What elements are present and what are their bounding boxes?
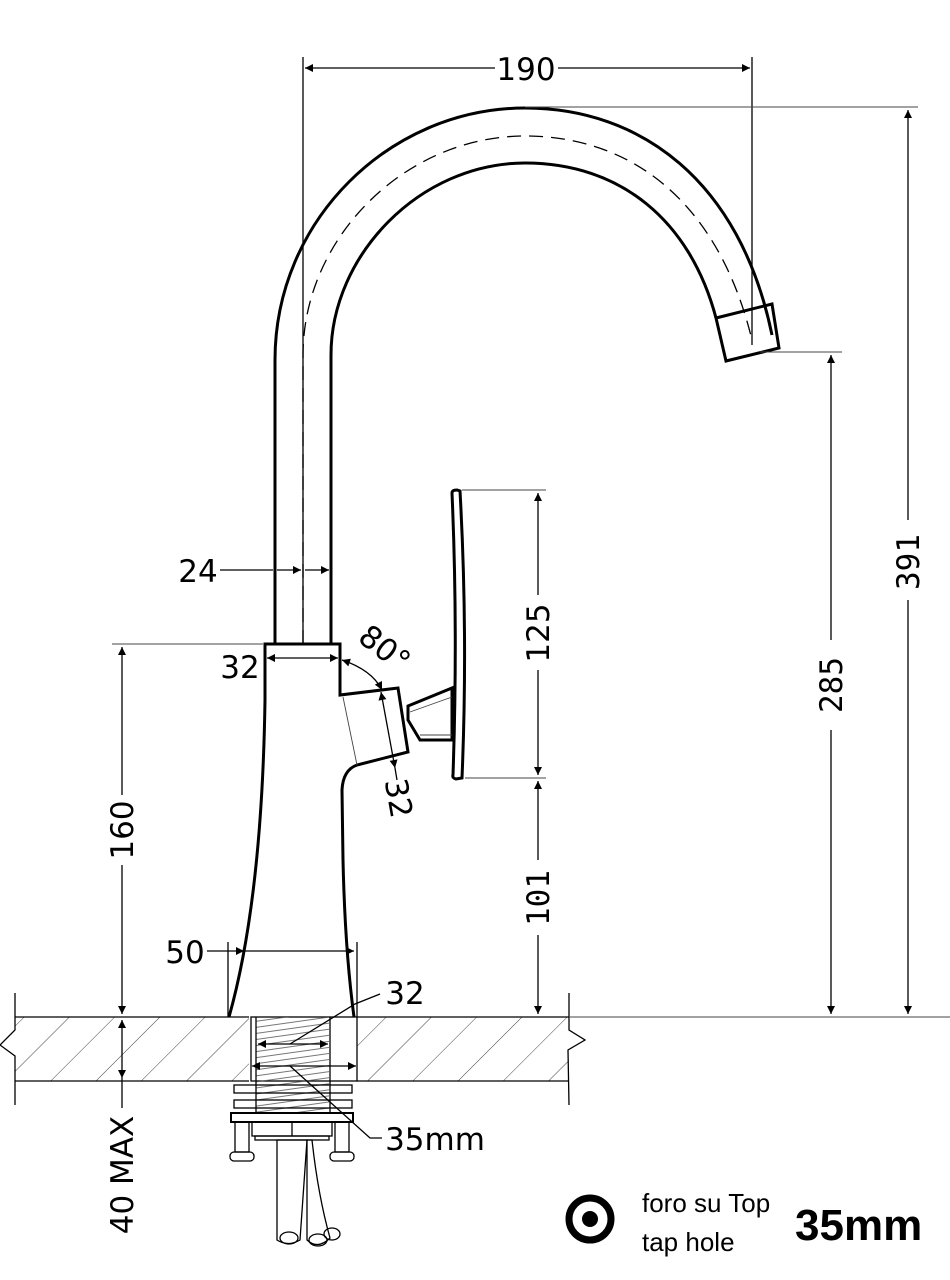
dim-body-height: 160 — [105, 643, 263, 1014]
dim-label-80deg: 80° — [351, 618, 416, 680]
dim-shank-diameter: 32 — [258, 976, 425, 1048]
dim-total-height: 391 — [525, 106, 927, 1014]
dim-lever-length: 125 — [462, 489, 557, 779]
spout — [273, 106, 781, 644]
dim-lever-base-height: 101 — [521, 781, 557, 1014]
dim-label-285: 285 — [814, 657, 850, 713]
dim-body-top-diameter: 32 — [220, 650, 338, 686]
tap-hole-target-icon — [565, 1194, 615, 1244]
dim-label-190: 190 — [496, 52, 555, 88]
dim-label-50: 50 — [165, 935, 204, 971]
faucet-body — [227, 642, 410, 1018]
dim-label-24: 24 — [178, 554, 217, 590]
dim-tube-diameter: 24 — [178, 554, 329, 590]
dim-outlet-height: 285 — [760, 351, 850, 1014]
dim-label-32-lever: 32 — [377, 776, 419, 821]
bolt-right — [334, 1121, 350, 1153]
braided-hose — [276, 1139, 308, 1245]
dim-label-101: 101 — [521, 870, 557, 926]
dim-label-40max: 40 MAX — [105, 1116, 141, 1235]
tap-hole-legend: foro su Top tap hole 35mm — [565, 1188, 922, 1257]
worktop-section — [0, 993, 950, 1106]
nut-plate — [230, 1112, 354, 1123]
mounting-shank — [229, 1016, 358, 1247]
washer — [233, 1099, 353, 1109]
bolt-left — [234, 1121, 250, 1153]
dim-label-32-top: 32 — [220, 650, 259, 686]
dim-label-160: 160 — [105, 800, 141, 859]
dim-lever-angle: 80° — [341, 618, 417, 691]
dim-lever-cartridge: 32 — [377, 691, 419, 821]
washer — [233, 1084, 353, 1094]
dim-label-391: 391 — [891, 534, 927, 590]
aerator — [714, 302, 781, 363]
legend-value: 35mm — [795, 1201, 922, 1250]
dim-base-diameter: 50 — [165, 935, 358, 1017]
dim-worktop-thickness: 40 MAX — [105, 1020, 141, 1234]
lever — [406, 488, 467, 781]
dim-label-125: 125 — [521, 603, 557, 662]
legend-label-en: tap hole — [642, 1227, 735, 1257]
dim-label-32-shank: 32 — [385, 976, 424, 1012]
dim-hole-diameter: 35mm — [252, 1062, 485, 1158]
dim-label-35mm: 35mm — [385, 1122, 485, 1158]
dim-spout-reach: 190 — [302, 52, 753, 644]
legend-label-it: foro su Top — [642, 1188, 770, 1218]
lever-handle — [450, 488, 467, 781]
braided-hose — [306, 1139, 331, 1246]
